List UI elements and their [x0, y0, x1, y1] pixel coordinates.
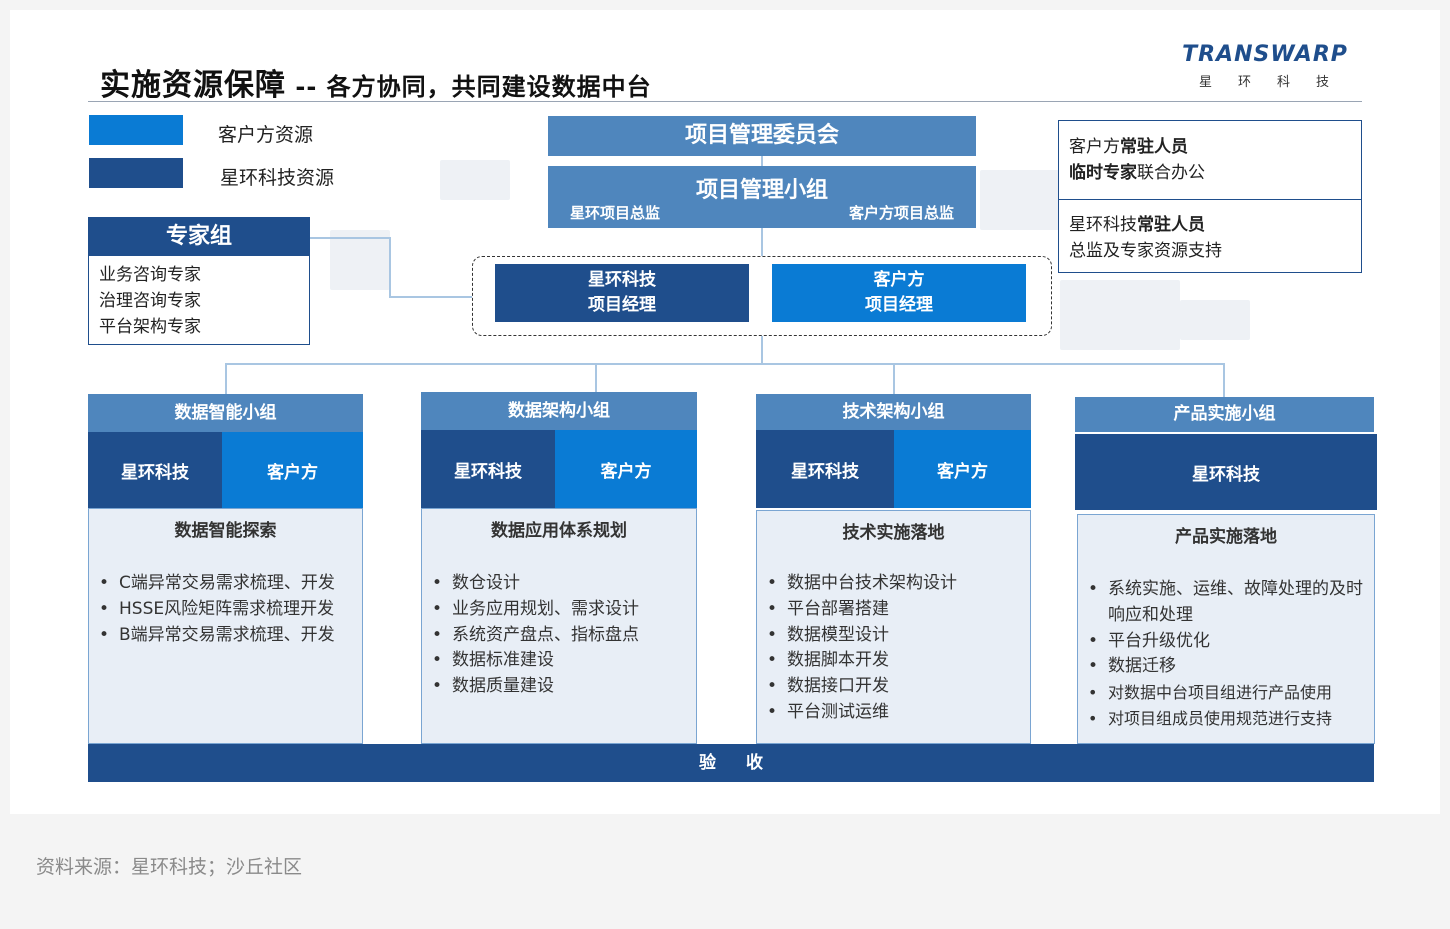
task-item: 对数据中台项目组进行产品使用 — [1078, 680, 1374, 706]
cust-pm-line2: 项目经理 — [865, 295, 933, 315]
cust-project-manager-box: 客户方 项目经理 — [772, 264, 1026, 322]
group-header-data-architecture: 数据架构小组 — [421, 392, 697, 430]
connector-line — [225, 363, 1225, 365]
page-title: 实施资源保障 -- 各方协同，共同建设数据中台 — [100, 68, 652, 103]
group-split-product-implementation: 星环科技 — [1075, 434, 1377, 510]
pm-group-cust-director: 客户方项目总监 — [848, 204, 954, 222]
task-item: C端异常交易需求梳理、开发 — [89, 571, 362, 597]
group-content-data-architecture: 数据应用体系规划 数仓设计 业务应用规划、需求设计 系统资产盘点、指标盘点 数据… — [421, 508, 697, 744]
pm-group-box: 项目管理小组 星环项目总监 客户方项目总监 — [548, 166, 976, 228]
group-xh-cell: 星环科技 — [88, 432, 222, 508]
pm-group-title: 项目管理小组 — [695, 178, 828, 203]
task-item: 系统实施、运维、故障处理的及时响应和处理 — [1078, 577, 1374, 629]
connector-line — [761, 228, 763, 256]
group-header-data-intelligence: 数据智能小组 — [88, 394, 363, 432]
xh-pm-line1: 星环科技 — [588, 270, 656, 290]
xh-resident-box: 星环科技常驻人员 总监及专家资源支持 — [1058, 199, 1362, 273]
connector-line — [761, 336, 763, 364]
pm-group-xh-director: 星环项目总监 — [570, 204, 661, 222]
task-item: 数据迁移 — [1078, 654, 1374, 680]
resident-bold: 常驻人员 — [1120, 137, 1188, 157]
connector-line — [595, 363, 597, 392]
expert-list: 业务咨询专家 治理咨询专家 平台架构专家 — [89, 256, 309, 346]
connector-line — [761, 156, 763, 166]
expert-item: 业务咨询专家 — [99, 265, 201, 285]
task-item: HSSE风险矩阵需求梳理开发 — [89, 597, 362, 623]
task-item: 数据模型设计 — [757, 623, 1030, 649]
resident-text: 星环科技 — [1069, 215, 1137, 235]
legend-swatch-customer — [89, 115, 183, 145]
group-split-data-architecture: 星环科技 客户方 — [421, 430, 697, 508]
expert-group-box: 专家组 业务咨询专家 治理咨询专家 平台架构专家 — [88, 217, 310, 345]
customer-resident-box: 客户方常驻人员 临时专家联合办公 — [1058, 120, 1362, 200]
resident-bold: 常驻人员 — [1137, 215, 1205, 235]
group-content-title: 数据应用体系规划 — [491, 521, 627, 541]
group-xh-cell: 星环科技 — [1075, 434, 1377, 510]
resident-text: 联合办公 — [1137, 163, 1205, 183]
task-item: 平台部署搭建 — [757, 597, 1030, 623]
resident-text: 总监及专家资源支持 — [1069, 241, 1222, 261]
logo-chinese: 星环科技 — [1198, 75, 1355, 90]
group-content-data-intelligence: 数据智能探索 C端异常交易需求梳理、开发 HSSE风险矩阵需求梳理开发 B端异常… — [88, 508, 363, 744]
expert-item: 治理咨询专家 — [99, 291, 201, 311]
task-item: 平台测试运维 — [757, 700, 1030, 726]
cust-pm-line1: 客户方 — [873, 270, 925, 290]
transwarp-logo: TRANSWARP 星环科技 — [1170, 42, 1360, 90]
group-content-title: 数据智能探索 — [174, 521, 277, 541]
group-content-product-implementation: 产品实施落地 系统实施、运维、故障处理的及时响应和处理 平台升级优化 数据迁移 … — [1077, 514, 1375, 744]
group-split-tech-architecture: 星环科技 客户方 — [756, 430, 1031, 508]
task-item: 数据质量建设 — [422, 674, 696, 700]
task-item: 数据标准建设 — [422, 648, 696, 674]
legend-swatch-xinghuan — [89, 158, 183, 188]
resident-text: 客户方 — [1069, 137, 1120, 157]
group-task-list: 数据中台技术架构设计 平台部署搭建 数据模型设计 数据脚本开发 数据接口开发 平… — [757, 571, 1030, 726]
group-task-list: C端异常交易需求梳理、开发 HSSE风险矩阵需求梳理开发 B端异常交易需求梳理、… — [89, 571, 362, 648]
committee-box: 项目管理委员会 — [548, 116, 976, 156]
task-item: B端异常交易需求梳理、开发 — [89, 623, 362, 649]
resident-bold: 临时专家 — [1069, 163, 1137, 183]
connector-line — [225, 363, 227, 394]
legend-label-customer: 客户方资源 — [218, 124, 314, 146]
connector-line — [893, 363, 895, 394]
group-content-tech-architecture: 技术实施落地 数据中台技术架构设计 平台部署搭建 数据模型设计 数据脚本开发 数… — [756, 510, 1031, 744]
group-task-list: 数仓设计 业务应用规划、需求设计 系统资产盘点、指标盘点 数据标准建设 数据质量… — [422, 571, 696, 700]
task-item: 数仓设计 — [422, 571, 696, 597]
task-item: 系统资产盘点、指标盘点 — [422, 623, 696, 649]
group-cust-cell: 客户方 — [555, 430, 697, 508]
connector-line — [310, 237, 390, 239]
group-xh-cell: 星环科技 — [421, 430, 555, 508]
source-note: 资料来源：星环科技；沙丘社区 — [36, 856, 303, 878]
task-item: 数据脚本开发 — [757, 648, 1030, 674]
task-item: 业务应用规划、需求设计 — [422, 597, 696, 623]
group-xh-cell: 星环科技 — [756, 430, 894, 508]
connector-line — [389, 296, 472, 298]
expert-group-title: 专家组 — [89, 218, 309, 256]
group-header-tech-architecture: 技术架构小组 — [756, 394, 1031, 430]
xh-project-manager-box: 星环科技 项目经理 — [495, 264, 749, 322]
acceptance-bar: 验收 — [88, 744, 1374, 782]
group-cust-cell: 客户方 — [222, 432, 363, 508]
group-split-data-intelligence: 星环科技 客户方 — [88, 432, 363, 508]
legend-label-xinghuan: 星环科技资源 — [220, 167, 335, 189]
project-managers-frame — [472, 256, 1052, 336]
group-content-title: 技术实施落地 — [842, 523, 945, 543]
group-cust-cell: 客户方 — [894, 430, 1031, 508]
task-item: 数据接口开发 — [757, 674, 1030, 700]
connector-line — [389, 237, 391, 297]
task-item: 对项目组成员使用规范进行支持 — [1078, 706, 1374, 732]
logo-wordmark: TRANSWARP — [1182, 42, 1348, 67]
expert-item: 平台架构专家 — [99, 317, 201, 337]
connector-line — [1223, 363, 1225, 397]
group-task-list: 系统实施、运维、故障处理的及时响应和处理 平台升级优化 数据迁移 对数据中台项目… — [1078, 577, 1374, 732]
xh-pm-line2: 项目经理 — [588, 295, 656, 315]
task-item: 数据中台技术架构设计 — [757, 571, 1030, 597]
task-item: 平台升级优化 — [1078, 629, 1374, 655]
group-header-product-implementation: 产品实施小组 — [1075, 397, 1374, 432]
group-content-title: 产品实施落地 — [1175, 527, 1277, 547]
title-divider — [88, 101, 1362, 102]
